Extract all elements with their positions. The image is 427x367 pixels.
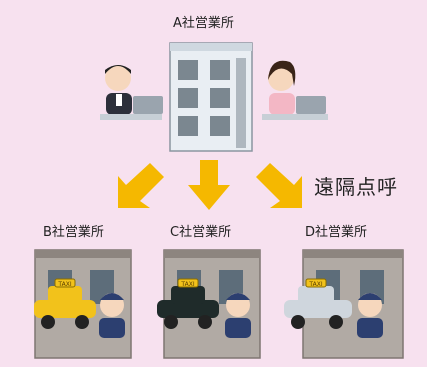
branch-d-label: D社営業所 [305,225,368,240]
taxi-body-c [157,300,219,318]
branch-b-label: B社営業所 [43,225,104,240]
branch-c-label: C社営業所 [170,225,232,240]
taxi-sign-d: TAXI [308,281,322,288]
arrow-down-icon [188,160,230,210]
branch-c-illustration [157,249,261,359]
instruction-label: 遠隔点呼 [314,175,398,199]
taxi-body-b [34,300,96,318]
operator-female-icon [262,60,328,120]
taxi-sign-c: TAXI [180,281,194,288]
branch-d-illustration [284,249,404,359]
office-building-icon [169,42,253,152]
taxi-sign-b: TAXI [57,281,71,288]
branch-b-illustration [34,249,132,359]
taxi-body-d [284,300,352,318]
operator-male-icon [100,65,163,120]
arrow-right-down-icon [256,163,302,208]
hq-label: A社営業所 [173,16,234,31]
arrow-left-down-icon [118,163,164,208]
